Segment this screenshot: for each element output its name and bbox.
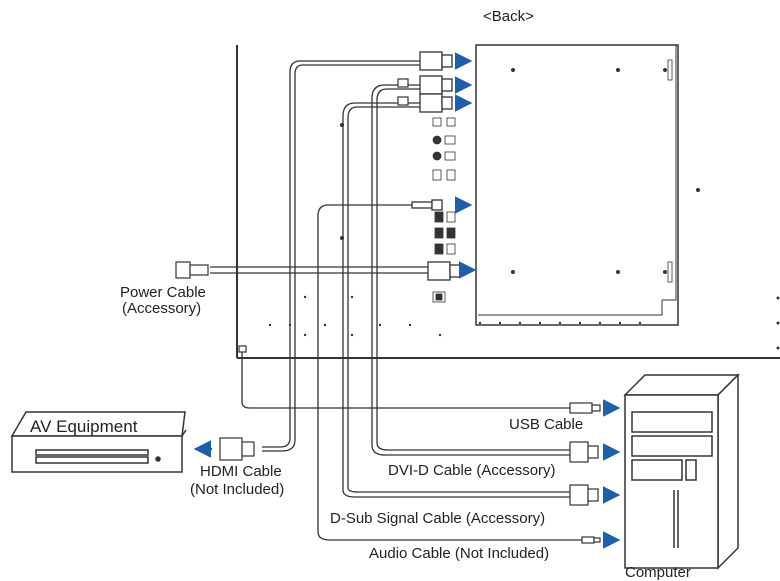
dvi-cable-label: DVI-D Cable (Accessory) (388, 462, 556, 479)
hdmi-cable-label: HDMI Cable (200, 463, 282, 480)
port-cluster (432, 117, 456, 303)
cable-plugs (175, 78, 601, 544)
audio-cable-label: Audio Cable (Not Included) (369, 545, 550, 562)
computer-label: Computer (625, 564, 691, 581)
power-cable-note: (Accessory) (122, 300, 202, 317)
usb-cable-label: USB Cable (509, 416, 584, 433)
av-equipment-device (10, 411, 187, 473)
monitor-back-panel (236, 44, 780, 359)
av-equipment-label: AV Equipment (30, 417, 138, 436)
dsub-cable-label: D-Sub Signal Cable (Accessory) (330, 510, 546, 527)
direction-arrows (193, 52, 621, 549)
power-cable-label: Power Cable (120, 284, 206, 301)
panel-connectors (411, 51, 461, 281)
cables (210, 60, 582, 541)
computer-tower (623, 373, 740, 570)
hdmi-cable-note: (Not Included) (190, 481, 285, 498)
back-label: <Back> (483, 8, 534, 25)
